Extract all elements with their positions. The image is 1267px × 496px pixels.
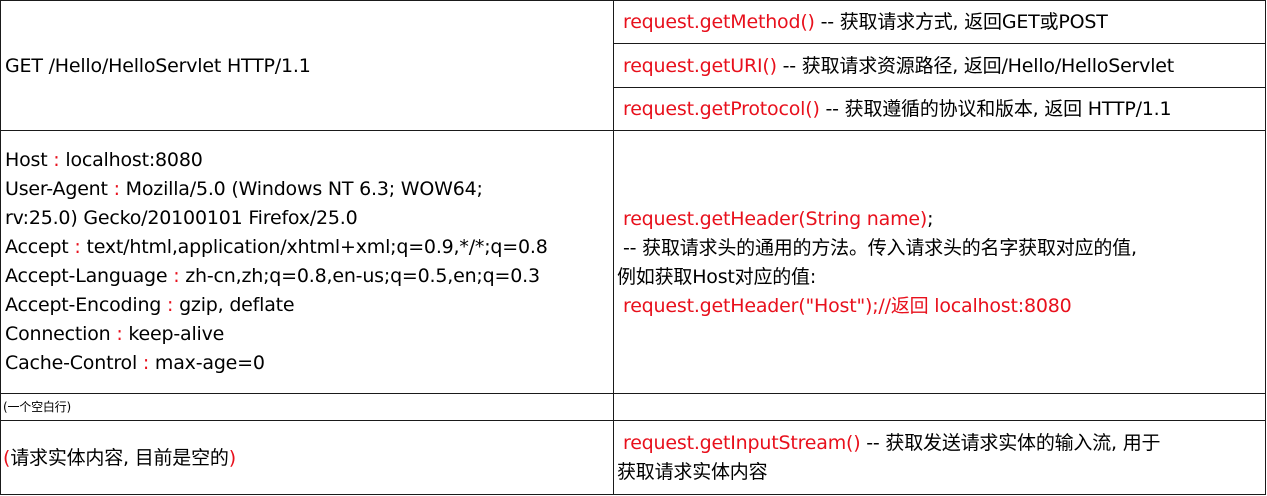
get-header-semicolon: ;	[927, 208, 934, 230]
header-value: localhost:8080	[65, 149, 203, 171]
grid-line-r1b	[613, 87, 1266, 88]
input-stream-line: request.getInputStream() -- 获取发送请求实体的输入流…	[617, 429, 1161, 458]
header-separator: :	[161, 294, 180, 316]
header-name: Cache-Control	[5, 352, 138, 374]
header-line-user-agent-cont: rv:25.0) Gecko/20100101 Firefox/25.0	[5, 204, 548, 233]
method-row-cell: request.getMethod() -- 获取请求方式, 返回GET或POS…	[623, 8, 1108, 37]
input-stream-line-2: 获取请求实体内容	[617, 461, 768, 483]
header-value: gzip, deflate	[179, 294, 295, 316]
get-method-call: request.getMethod()	[623, 11, 815, 33]
grid-line-r1a	[613, 43, 1266, 44]
get-uri-call: request.getURI()	[623, 55, 777, 77]
grid-line-top	[0, 0, 1266, 1]
grid-line-row2	[0, 393, 1266, 394]
header-separator: :	[167, 265, 186, 287]
grid-line-row3	[0, 420, 1266, 421]
header-value: Mozilla/5.0 (Windows NT 6.3; WOW64;	[125, 178, 483, 200]
header-value: max-age=0	[154, 352, 265, 374]
header-line-cache-control: Cache-Control : max-age=0	[5, 349, 548, 378]
header-name: Accept	[5, 236, 69, 258]
input-stream-cell: request.getInputStream() -- 获取发送请求实体的输入流…	[617, 429, 1161, 487]
get-header-example-label: 例如获取Host对应的值:	[617, 266, 817, 288]
header-line-user-agent: User-Agent : Mozilla/5.0 (Windows NT 6.3…	[5, 175, 548, 204]
header-line-accept: Accept : text/html,application/xhtml+xml…	[5, 233, 548, 262]
request-body-note: (请求实体内容, 目前是空的)	[3, 444, 236, 473]
get-uri-line: request.getURI() -- 获取请求资源路径, 返回/Hello/H…	[623, 52, 1174, 81]
header-value: zh-cn,zh;q=0.8,en-us;q=0.5,en;q=0.3	[185, 265, 540, 287]
blank-line-note: (一个空白行)	[3, 400, 71, 414]
get-input-stream-call: request.getInputStream()	[623, 432, 861, 454]
header-line-accept-language: Accept-Language : zh-cn,zh;q=0.8,en-us;q…	[5, 262, 548, 291]
get-header-cell: request.getHeader(String name); -- 获取请求头…	[617, 205, 1137, 321]
get-header-desc: -- 获取请求头的通用的方法。传入请求头的名字获取对应的值,	[623, 237, 1137, 259]
get-header-example-code: request.getHeader("Host");//返回 localhost…	[623, 295, 1072, 317]
request-body-open-paren: (	[3, 447, 11, 469]
header-name: Connection	[5, 323, 111, 345]
grid-line-row1	[0, 130, 1266, 131]
request-line-text: GET /Hello/HelloServlet HTTP/1.1	[5, 55, 311, 77]
header-line-connection: Connection : keep-alive	[5, 320, 548, 349]
protocol-row-cell: request.getProtocol() -- 获取遵循的协议和版本, 返回 …	[623, 95, 1172, 124]
get-uri-desc: -- 获取请求资源路径, 返回/Hello/HelloServlet	[776, 55, 1175, 77]
get-protocol-call: request.getProtocol()	[623, 98, 820, 120]
request-body-cell: (请求实体内容, 目前是空的)	[3, 444, 236, 473]
get-header-line: request.getHeader(String name);	[617, 205, 1137, 234]
get-method-line: request.getMethod() -- 获取请求方式, 返回GET或POS…	[623, 8, 1108, 37]
header-separator: :	[68, 236, 87, 258]
get-header-call: request.getHeader(String name)	[623, 208, 928, 230]
grid-line-middle	[613, 0, 614, 495]
header-name: Accept-Encoding	[5, 294, 162, 316]
header-separator: :	[110, 323, 129, 345]
header-line-accept-encoding: Accept-Encoding : gzip, deflate	[5, 291, 548, 320]
get-protocol-desc: -- 获取遵循的协议和版本, 返回 HTTP/1.1	[819, 98, 1172, 120]
request-headers-cell: Host : localhost:8080 User-Agent : Mozil…	[5, 146, 548, 378]
grid-line-right	[1265, 0, 1266, 495]
header-separator: :	[47, 149, 66, 171]
request-line-cell: GET /Hello/HelloServlet HTTP/1.1	[5, 52, 311, 81]
get-input-stream-desc: -- 获取发送请求实体的输入流, 用于	[860, 432, 1161, 454]
header-name: User-Agent	[5, 178, 108, 200]
header-separator: :	[107, 178, 126, 200]
header-line-host: Host : localhost:8080	[5, 146, 548, 175]
get-method-desc: -- 获取请求方式, 返回GET或POST	[814, 11, 1108, 33]
uri-row-cell: request.getURI() -- 获取请求资源路径, 返回/Hello/H…	[623, 52, 1174, 81]
header-separator: :	[137, 352, 155, 374]
header-value: text/html,application/xhtml+xml;q=0.9,*/…	[86, 236, 548, 258]
header-value: keep-alive	[128, 323, 225, 345]
grid-line-bottom	[0, 494, 1266, 495]
header-name: Accept-Language	[5, 265, 168, 287]
request-body-text: 请求实体内容, 目前是空的	[10, 447, 229, 469]
header-value: rv:25.0) Gecko/20100101 Firefox/25.0	[5, 207, 358, 229]
request-body-close-paren: )	[228, 447, 236, 469]
grid-line-left	[0, 0, 1, 495]
blank-line-cell: (一个空白行)	[3, 399, 71, 415]
get-protocol-line: request.getProtocol() -- 获取遵循的协议和版本, 返回 …	[623, 95, 1172, 124]
header-name: Host	[5, 149, 48, 171]
